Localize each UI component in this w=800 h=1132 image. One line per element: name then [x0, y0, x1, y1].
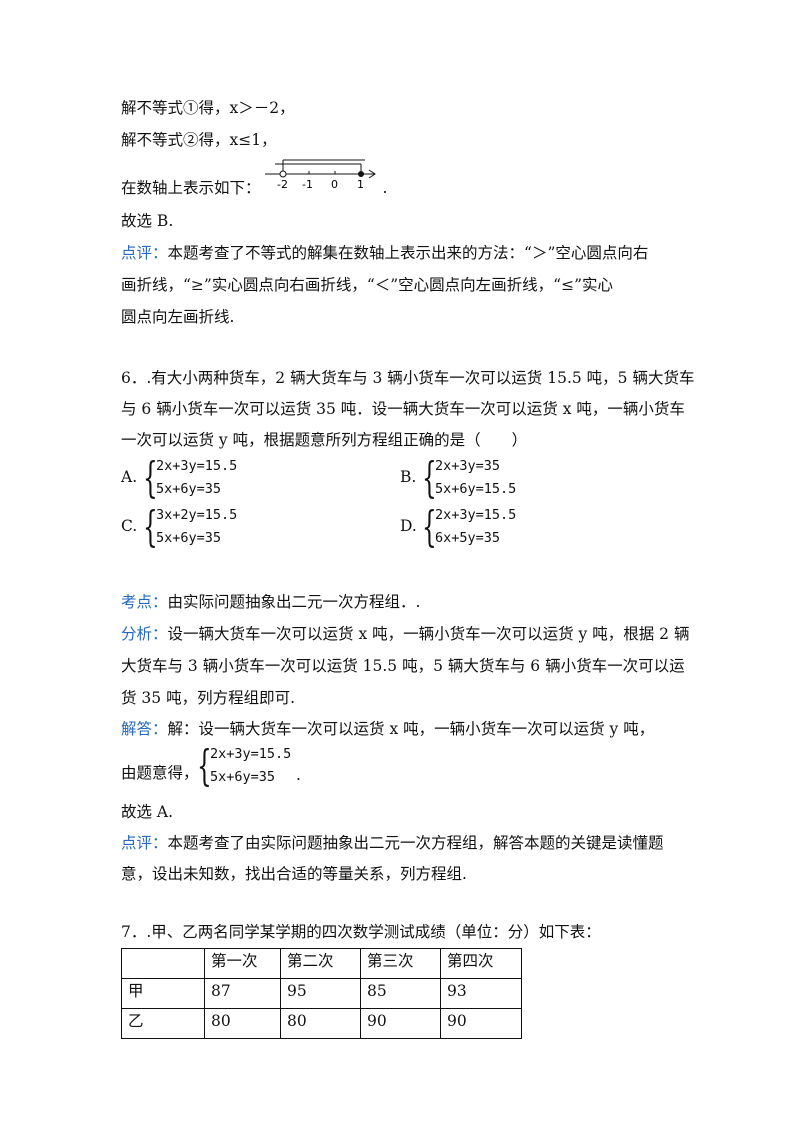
q6-stem-line-3: 一次可以运货 y 吨，根据题意所列方程组正确的是（ ）: [121, 431, 528, 449]
table-cell: 85: [360, 978, 441, 1009]
option-d-label: D.: [400, 517, 417, 535]
q6-stem-line-1: 6．.有大小两种货车，2 辆大货车与 3 辆小货车一次可以运货 15.5 吨，5…: [121, 369, 695, 387]
table-header-cell: 第四次: [440, 948, 522, 979]
table-row: 甲 87 95 85 93: [121, 978, 522, 1009]
equation: 2x+3y=15.5: [210, 746, 292, 762]
table-header-row: 第一次 第二次 第三次 第四次: [121, 948, 522, 979]
equation: 5x+6y=35: [156, 481, 222, 497]
score-table: 第一次 第二次 第三次 第四次 甲 87 95 85 93 乙 80 80 90…: [121, 948, 522, 1039]
q5-answer: 故选 B.: [121, 212, 174, 230]
option-c-system: 3x+2y=15.5 5x+6y=35: [156, 504, 237, 550]
q6-kaodian: 考点：由实际问题抽象出二元一次方程组．.: [121, 590, 420, 614]
comment-text: 本题考查了不等式的解集在数轴上表示出来的方法：“＞”空心圆点向右: [167, 244, 649, 262]
q5-solution-line-1: 解不等式①得，x＞－2，: [121, 99, 295, 117]
tick-label: 1: [357, 178, 364, 191]
equation: 3x+2y=15.5: [156, 507, 238, 523]
brace-icon: {: [143, 453, 158, 502]
q6-stem-line-2: 与 6 辆小货车一次可以运货 35 吨．设一辆大货车一次可以运货 x 吨，一辆小…: [121, 400, 685, 418]
q5-numberline-caption: 在数轴上表示如下：: [121, 179, 261, 197]
equation: 2x+3y=15.5: [156, 458, 238, 474]
q7-stem: 7．.甲、乙两名同学某学期的四次数学测试成绩（单位：分）如下表：: [121, 923, 601, 941]
equation: 5x+6y=15.5: [435, 481, 517, 497]
q5-comment-line-2: 画折线，“≥”实心圆点向右画折线，“＜”空心圆点向左画折线，“≤”实心: [121, 276, 614, 294]
option-b-system: 2x+3y=35 5x+6y=15.5: [435, 455, 516, 501]
tick-label: -1: [302, 178, 313, 191]
table-cell: 80: [280, 1008, 361, 1039]
table-cell: 95: [280, 978, 361, 1009]
comment-text: 本题考查了由实际问题抽象出二元一次方程组，解答本题的关键是读懂题: [167, 834, 664, 852]
jieda-period: .: [296, 766, 301, 784]
q5-comment-line-3: 圆点向左画折线.: [121, 308, 235, 326]
table-header-cell: 第二次: [280, 948, 361, 979]
open-point: [279, 170, 287, 178]
table-header-cell: 第一次: [204, 948, 281, 979]
table-cell: 90: [440, 1008, 522, 1039]
q6-comment-line-2: 意，设出未知数，找出合适的等量关系，列方程组.: [121, 865, 467, 883]
table-cell: 乙: [121, 1008, 205, 1039]
brace-icon: {: [143, 502, 158, 551]
equation: 5x+6y=35: [156, 530, 222, 546]
closed-point: [358, 171, 364, 177]
option-c-label: C.: [121, 517, 138, 535]
jieda-text: 解：设一辆大货车一次可以运货 x 吨，一辆小货车一次可以运货 y 吨，: [167, 720, 655, 738]
comment-label: 点评：: [121, 834, 168, 852]
fenxi-text: 设一辆大货车一次可以运货 x 吨，一辆小货车一次可以运货 y 吨，根据 2 辆: [167, 625, 690, 643]
table-row: 乙 80 80 90 90: [121, 1008, 522, 1039]
table-cell: 93: [440, 978, 522, 1009]
brace-icon: {: [422, 453, 437, 502]
tick-label: -2: [277, 178, 288, 191]
option-a-label: A.: [121, 468, 138, 486]
option-a-system: 2x+3y=15.5 5x+6y=35: [156, 455, 237, 501]
equation: 2x+3y=35: [435, 458, 501, 474]
equation: 5x+6y=35: [210, 769, 276, 785]
table-header-cell: [121, 948, 205, 979]
comment-label: 点评：: [121, 244, 168, 262]
q5-comment-line-1: 点评：本题考查了不等式的解集在数轴上表示出来的方法：“＞”空心圆点向右: [121, 241, 648, 265]
q6-comment-line-1: 点评：本题考查了由实际问题抽象出二元一次方程组，解答本题的关键是读懂题: [121, 831, 664, 855]
kaodian-text: 由实际问题抽象出二元一次方程组．.: [167, 593, 421, 611]
q6-fenxi-line-2: 大货车与 3 辆小货车一次可以运货 15.5 吨，5 辆大货车与 6 辆小货车一…: [121, 657, 685, 675]
q6-fenxi-line-1: 分析：设一辆大货车一次可以运货 x 吨，一辆小货车一次可以运货 y 吨，根据 2…: [121, 622, 689, 646]
number-line-diagram: -2 -1 0 1: [265, 159, 376, 191]
q5-solution-line-2: 解不等式②得，x≤1，: [121, 131, 277, 149]
jieda-label: 解答：: [121, 720, 168, 738]
tick-label: 0: [331, 178, 338, 191]
table-cell: 87: [204, 978, 281, 1009]
option-b-label: B.: [400, 468, 417, 486]
q5-period: .: [382, 179, 388, 197]
q6-jieda-line-1: 解答：解：设一辆大货车一次可以运货 x 吨，一辆小货车一次可以运货 y 吨，: [121, 717, 654, 741]
table-cell: 80: [204, 1008, 281, 1039]
jieda-system: 2x+3y=15.5 5x+6y=35: [210, 743, 291, 789]
brace-icon: {: [422, 502, 437, 551]
kaodian-label: 考点：: [121, 593, 168, 611]
equation: 6x+5y=35: [435, 530, 501, 546]
equation: 2x+3y=15.5: [435, 507, 517, 523]
q6-answer: 故选 A.: [121, 803, 174, 821]
q5-solution-line-3: 在数轴上表示如下：.: [121, 176, 387, 200]
brace-icon: {: [197, 741, 212, 790]
q6-fenxi-line-3: 货 35 吨，列方程组即可.: [121, 689, 296, 707]
fenxi-label: 分析：: [121, 625, 168, 643]
table-cell: 甲: [121, 978, 205, 1009]
q6-jieda-line-2-prefix: 由题意得，: [121, 764, 199, 782]
table-header-cell: 第三次: [360, 948, 441, 979]
option-d-system: 2x+3y=15.5 6x+5y=35: [435, 504, 516, 550]
table-cell: 90: [360, 1008, 441, 1039]
